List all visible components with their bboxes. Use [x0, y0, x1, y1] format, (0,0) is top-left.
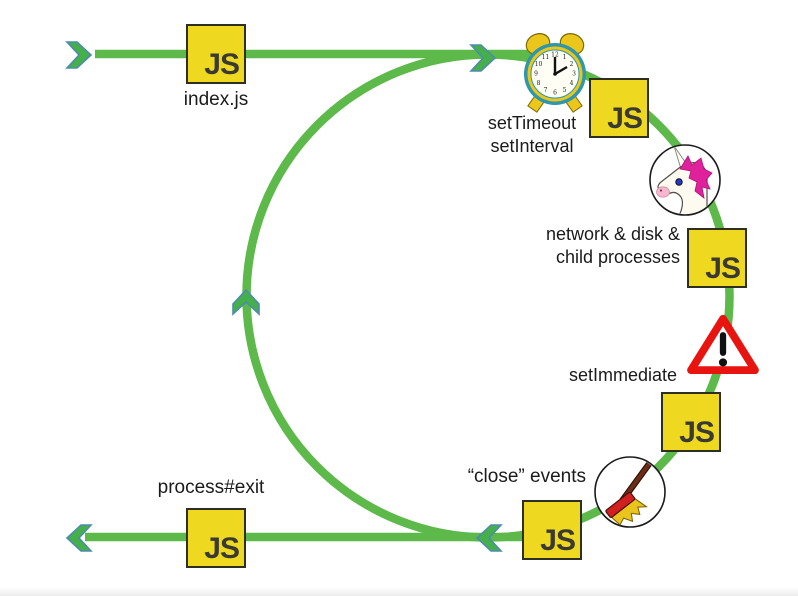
label-timers: setTimeout setInterval — [452, 112, 612, 158]
clock-numerals: 12 1 2 3 4 5 6 7 8 9 10 11 — [534, 52, 576, 97]
label-index-js: index.js — [183, 89, 249, 110]
svg-text:8: 8 — [537, 80, 541, 87]
js-box-label: JS — [540, 524, 576, 557]
js-box-io: JS — [687, 228, 747, 288]
svg-text:11: 11 — [542, 54, 550, 61]
svg-text:6: 6 — [553, 90, 557, 97]
js-box-label: JS — [204, 532, 240, 565]
broom-icon — [594, 456, 666, 528]
svg-text:4: 4 — [570, 80, 574, 87]
js-box-index: JS — [186, 24, 246, 84]
warning-triangle-icon — [687, 314, 759, 375]
svg-text:3: 3 — [572, 71, 576, 78]
bottom-edge-shadow — [0, 587, 798, 596]
js-box-timers: JS — [589, 78, 649, 138]
exit-arrowhead-icon — [65, 524, 93, 552]
label-timers-line1: setTimeout — [487, 113, 577, 133]
svg-text:10: 10 — [535, 61, 543, 68]
js-box-immediate: JS — [661, 392, 721, 452]
label-set-immediate: setImmediate — [568, 365, 677, 385]
unicorn-icon — [649, 144, 721, 216]
label-io-line1: network & disk & — [545, 224, 680, 244]
entry-arrowhead-icon — [65, 41, 93, 69]
js-box-label: JS — [705, 252, 741, 285]
label-io-line2: child processes — [555, 247, 680, 267]
alarm-clock-icon: 12 1 2 3 4 5 6 7 8 9 10 11 — [524, 33, 586, 113]
svg-text:1: 1 — [563, 54, 567, 61]
loop-left-arrowhead-icon — [232, 288, 260, 316]
label-close-events: “close” events — [467, 466, 586, 487]
label-timers-line2: setInterval — [490, 136, 574, 156]
svg-text:12: 12 — [551, 52, 559, 59]
js-box-exit: JS — [186, 508, 246, 568]
svg-text:5: 5 — [563, 87, 567, 94]
loop-top-arrowhead-icon — [469, 44, 497, 72]
svg-text:9: 9 — [534, 71, 538, 78]
js-box-label: JS — [607, 102, 643, 135]
svg-text:7: 7 — [544, 87, 548, 94]
label-process-exit: process#exit — [157, 477, 265, 498]
js-box-label: JS — [204, 48, 240, 81]
svg-text:2: 2 — [570, 61, 574, 68]
js-box-close: JS — [522, 500, 582, 560]
js-box-label: JS — [679, 416, 715, 449]
label-io: network & disk & child processes — [470, 223, 680, 269]
loop-bottom-arrowhead-icon — [475, 524, 503, 552]
